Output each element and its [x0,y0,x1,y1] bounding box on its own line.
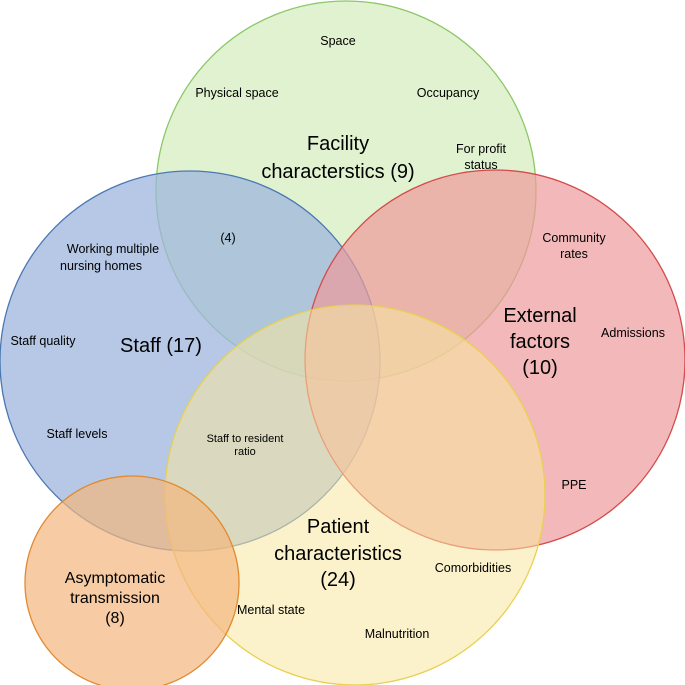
asymptomatic-circle [24,475,240,685]
external-title-line3: (10) [522,357,558,379]
item-staff-ratio-line1: Staff to resident [207,433,284,445]
item-for-profit-line1: For profit [456,142,507,156]
facility-title-line2: characterstics (9) [261,161,414,183]
item-staff-quality: Staff quality [10,334,76,348]
asymptomatic-title-line2: transmission [70,590,160,607]
item-comorbidities: Comorbidities [435,561,511,575]
facility-title-line1: Facility [307,133,369,155]
external-title-line2: factors [510,331,570,353]
item-space: Space [320,34,355,48]
patient-title-line3: (24) [320,569,356,591]
item-ppe: PPE [561,478,586,492]
item-staff-ratio-line2: ratio [234,446,255,458]
item-community-rates-line2: rates [560,247,588,261]
item-occupancy: Occupancy [417,86,480,100]
overlap-count-label: (4) [220,231,235,245]
asymptomatic-title-line3: (8) [105,610,125,627]
external-title-line1: External [503,305,576,327]
item-working-multiple-line2: nursing homes [60,259,142,273]
item-admissions: Admissions [601,326,665,340]
asymptomatic-title-line1: Asymptomatic [65,570,165,587]
item-malnutrition: Malnutrition [365,627,430,641]
item-physical-space: Physical space [195,86,278,100]
item-mental-state: Mental state [237,603,305,617]
item-staff-levels: Staff levels [47,427,108,441]
staff-title: Staff (17) [120,335,202,357]
item-community-rates-line1: Community [542,231,606,245]
item-working-multiple-line1: Working multiple [67,242,159,256]
patient-title-line2: characteristics [274,543,402,565]
item-for-profit-line2: status [464,158,497,172]
patient-title-line1: Patient [307,516,370,538]
